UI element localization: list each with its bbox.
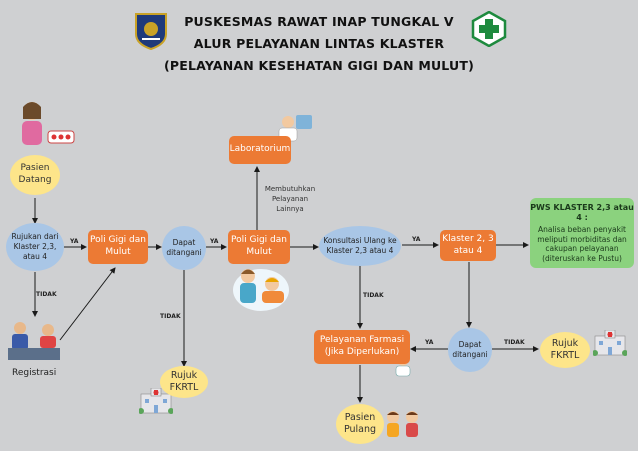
pelayanan-farmasi-node: Pelayanan Farmasi (Jika Diperlukan) <box>314 330 410 364</box>
edge-label-ya: YA <box>412 236 421 243</box>
title-line-2: ALUR PELAYANAN LINTAS KLASTER <box>193 36 445 51</box>
edge-label-tidak: TIDAK <box>363 292 384 299</box>
puskesmas-logo-icon <box>471 11 507 47</box>
edge-label-tidak: TIDAK <box>36 291 57 298</box>
registrasi-label: Registrasi <box>12 368 57 378</box>
rujukan-klaster-node: Rujukan dari Klaster 2,3, atau 4 <box>6 223 64 271</box>
hospital-icon <box>593 330 627 356</box>
dapat-ditangani-node-2: Dapat ditangani <box>448 328 492 372</box>
hospital-icon <box>139 388 173 414</box>
title-line-3: (PELAYANAN KESEHATAN GIGI DAN MULUT) <box>163 58 475 73</box>
poli-gigi-mulut-node-2: Poli Gigi dan Mulut <box>228 230 290 264</box>
poli-gigi-mulut-node-1: Poli Gigi dan Mulut <box>88 230 148 264</box>
pws-klaster-box: PWS KLASTER 2,3 atau 4 : Analisa beban p… <box>530 198 634 268</box>
konsultasi-ulang-node: Konsultasi Ulang ke Klaster 2,3 atau 4 <box>319 226 401 266</box>
membutuhkan-pelayanan-note: Membutuhkan Pelayanan Lainnya <box>264 185 316 213</box>
title-line-1: PUSKESMAS RAWAT INAP TUNGKAL V <box>184 14 454 29</box>
regency-shield-logo-icon <box>135 13 167 50</box>
pasien-datang-node: Pasien Datang <box>10 155 60 195</box>
dapat-ditangani-node-1: Dapat ditangani <box>162 226 206 270</box>
registration-desk-icon <box>8 322 60 360</box>
edge-label-ya: YA <box>210 238 219 245</box>
pws-body: Analisa beban penyakit meliputi morbidit… <box>537 224 627 264</box>
edge-label-ya: YA <box>70 238 79 245</box>
klaster-node: Klaster 2, 3 atau 4 <box>440 230 496 261</box>
pasien-pulang-node: Pasien Pulang <box>336 404 384 444</box>
edge-label-tidak: TIDAK <box>504 339 525 346</box>
edge-label-tidak: TIDAK <box>160 313 181 320</box>
rujuk-fkrtl-node-1: Rujuk FKRTL <box>160 366 208 398</box>
patients-leaving-icon <box>387 411 418 437</box>
dentist-icon <box>233 269 289 311</box>
rujuk-fkrtl-node-2: Rujuk FKRTL <box>540 332 590 368</box>
laboratorium-node: Laboratorium <box>229 136 291 164</box>
pws-title: PWS KLASTER 2,3 atau 4 : <box>530 203 634 223</box>
patient-icon <box>22 102 75 145</box>
edge-label-ya: YA <box>425 339 434 346</box>
